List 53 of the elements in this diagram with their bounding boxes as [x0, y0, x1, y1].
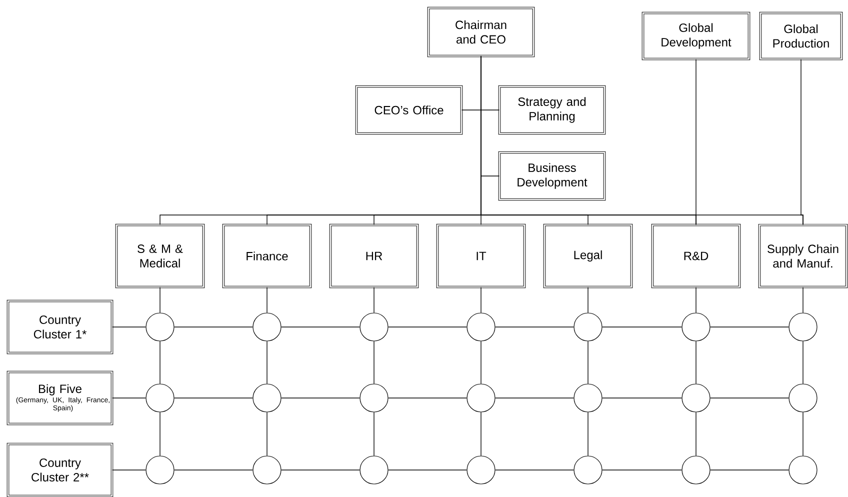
org-box: Finance — [222, 224, 312, 288]
connector-line — [280, 326, 360, 328]
junction-circle — [360, 384, 388, 412]
org-box: Global Development — [642, 12, 750, 60]
connector-line — [480, 286, 482, 314]
org-box: Chairman and CEO — [427, 6, 535, 58]
connector-line — [800, 58, 804, 226]
junction-circle — [574, 384, 602, 412]
connector-line — [266, 286, 268, 314]
junction-circle — [146, 312, 174, 342]
junction-circle — [360, 312, 388, 342]
org-box: Supply Chain and Manuf. — [758, 224, 848, 288]
connector-line — [112, 326, 146, 328]
junction-circle — [682, 456, 710, 484]
org-box: S & M & Medical — [115, 224, 205, 288]
junction-circle — [252, 312, 282, 342]
junction-circle — [788, 456, 818, 484]
connector-line — [710, 326, 790, 328]
junction-circle — [146, 456, 174, 484]
junction-circle — [466, 384, 496, 412]
junction-circle — [788, 384, 818, 412]
connector-line — [388, 326, 468, 328]
junction-circle — [146, 384, 174, 412]
junction-circle — [682, 384, 710, 412]
junction-circle — [574, 456, 602, 484]
org-box: R&D — [651, 224, 741, 288]
junction-circle — [360, 456, 388, 484]
org-box: Global Production — [759, 12, 843, 60]
connector-line — [494, 326, 574, 328]
org-box: Legal — [543, 224, 633, 288]
junction-circle — [466, 456, 496, 484]
connector-line — [480, 340, 482, 384]
country-box: Country Cluster 2** — [6, 442, 114, 497]
connector-line — [802, 286, 804, 314]
junction-circle — [252, 384, 282, 412]
junction-circle — [252, 456, 282, 484]
connector-line — [266, 412, 268, 456]
junction-circle — [682, 312, 710, 342]
org-box: IT — [436, 224, 526, 288]
connector-line — [802, 340, 804, 384]
junction-circle — [466, 312, 496, 342]
connector-line — [602, 326, 682, 328]
connector-line — [174, 326, 254, 328]
connector-line — [480, 412, 482, 456]
org-box: Business Development — [498, 151, 606, 201]
org-box: Strategy and Planning — [498, 85, 606, 135]
connector-line — [266, 340, 268, 384]
country-box: Country Cluster 1* — [6, 300, 114, 354]
junction-circle — [574, 312, 602, 342]
junction-circle — [788, 312, 818, 342]
connector-line — [802, 412, 804, 456]
org-box: HR — [329, 224, 419, 288]
org-box: CEO’s Office — [355, 85, 463, 135]
